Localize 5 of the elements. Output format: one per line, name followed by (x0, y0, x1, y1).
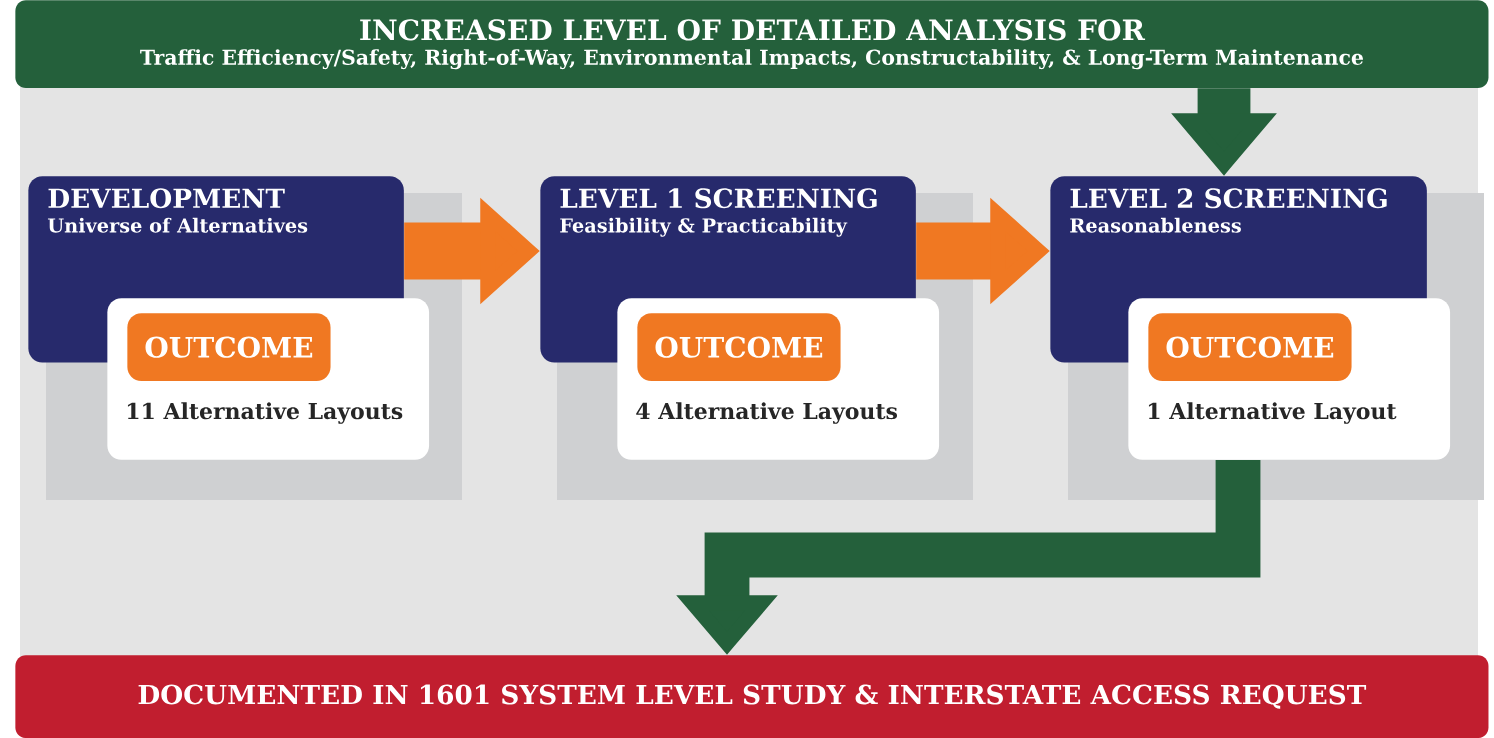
outcome-badge: OUTCOME (127, 313, 331, 382)
banner: INCREASED LEVEL OF DETAILED ANALYSIS FOR Traffic Efficiency/Safety, Right-of-Way, Environmental Impacts, Constructability, & Long-Term Maintenance (15, 0, 1489, 88)
outcome-badge: OUTCOME (1148, 313, 1352, 382)
banner: DOCUMENTED IN 1601 SYSTEM LEVEL STUDY & INTERSTATE ACCESS REQUEST (15, 655, 1489, 738)
outcome-badge: OUTCOME (637, 313, 841, 382)
